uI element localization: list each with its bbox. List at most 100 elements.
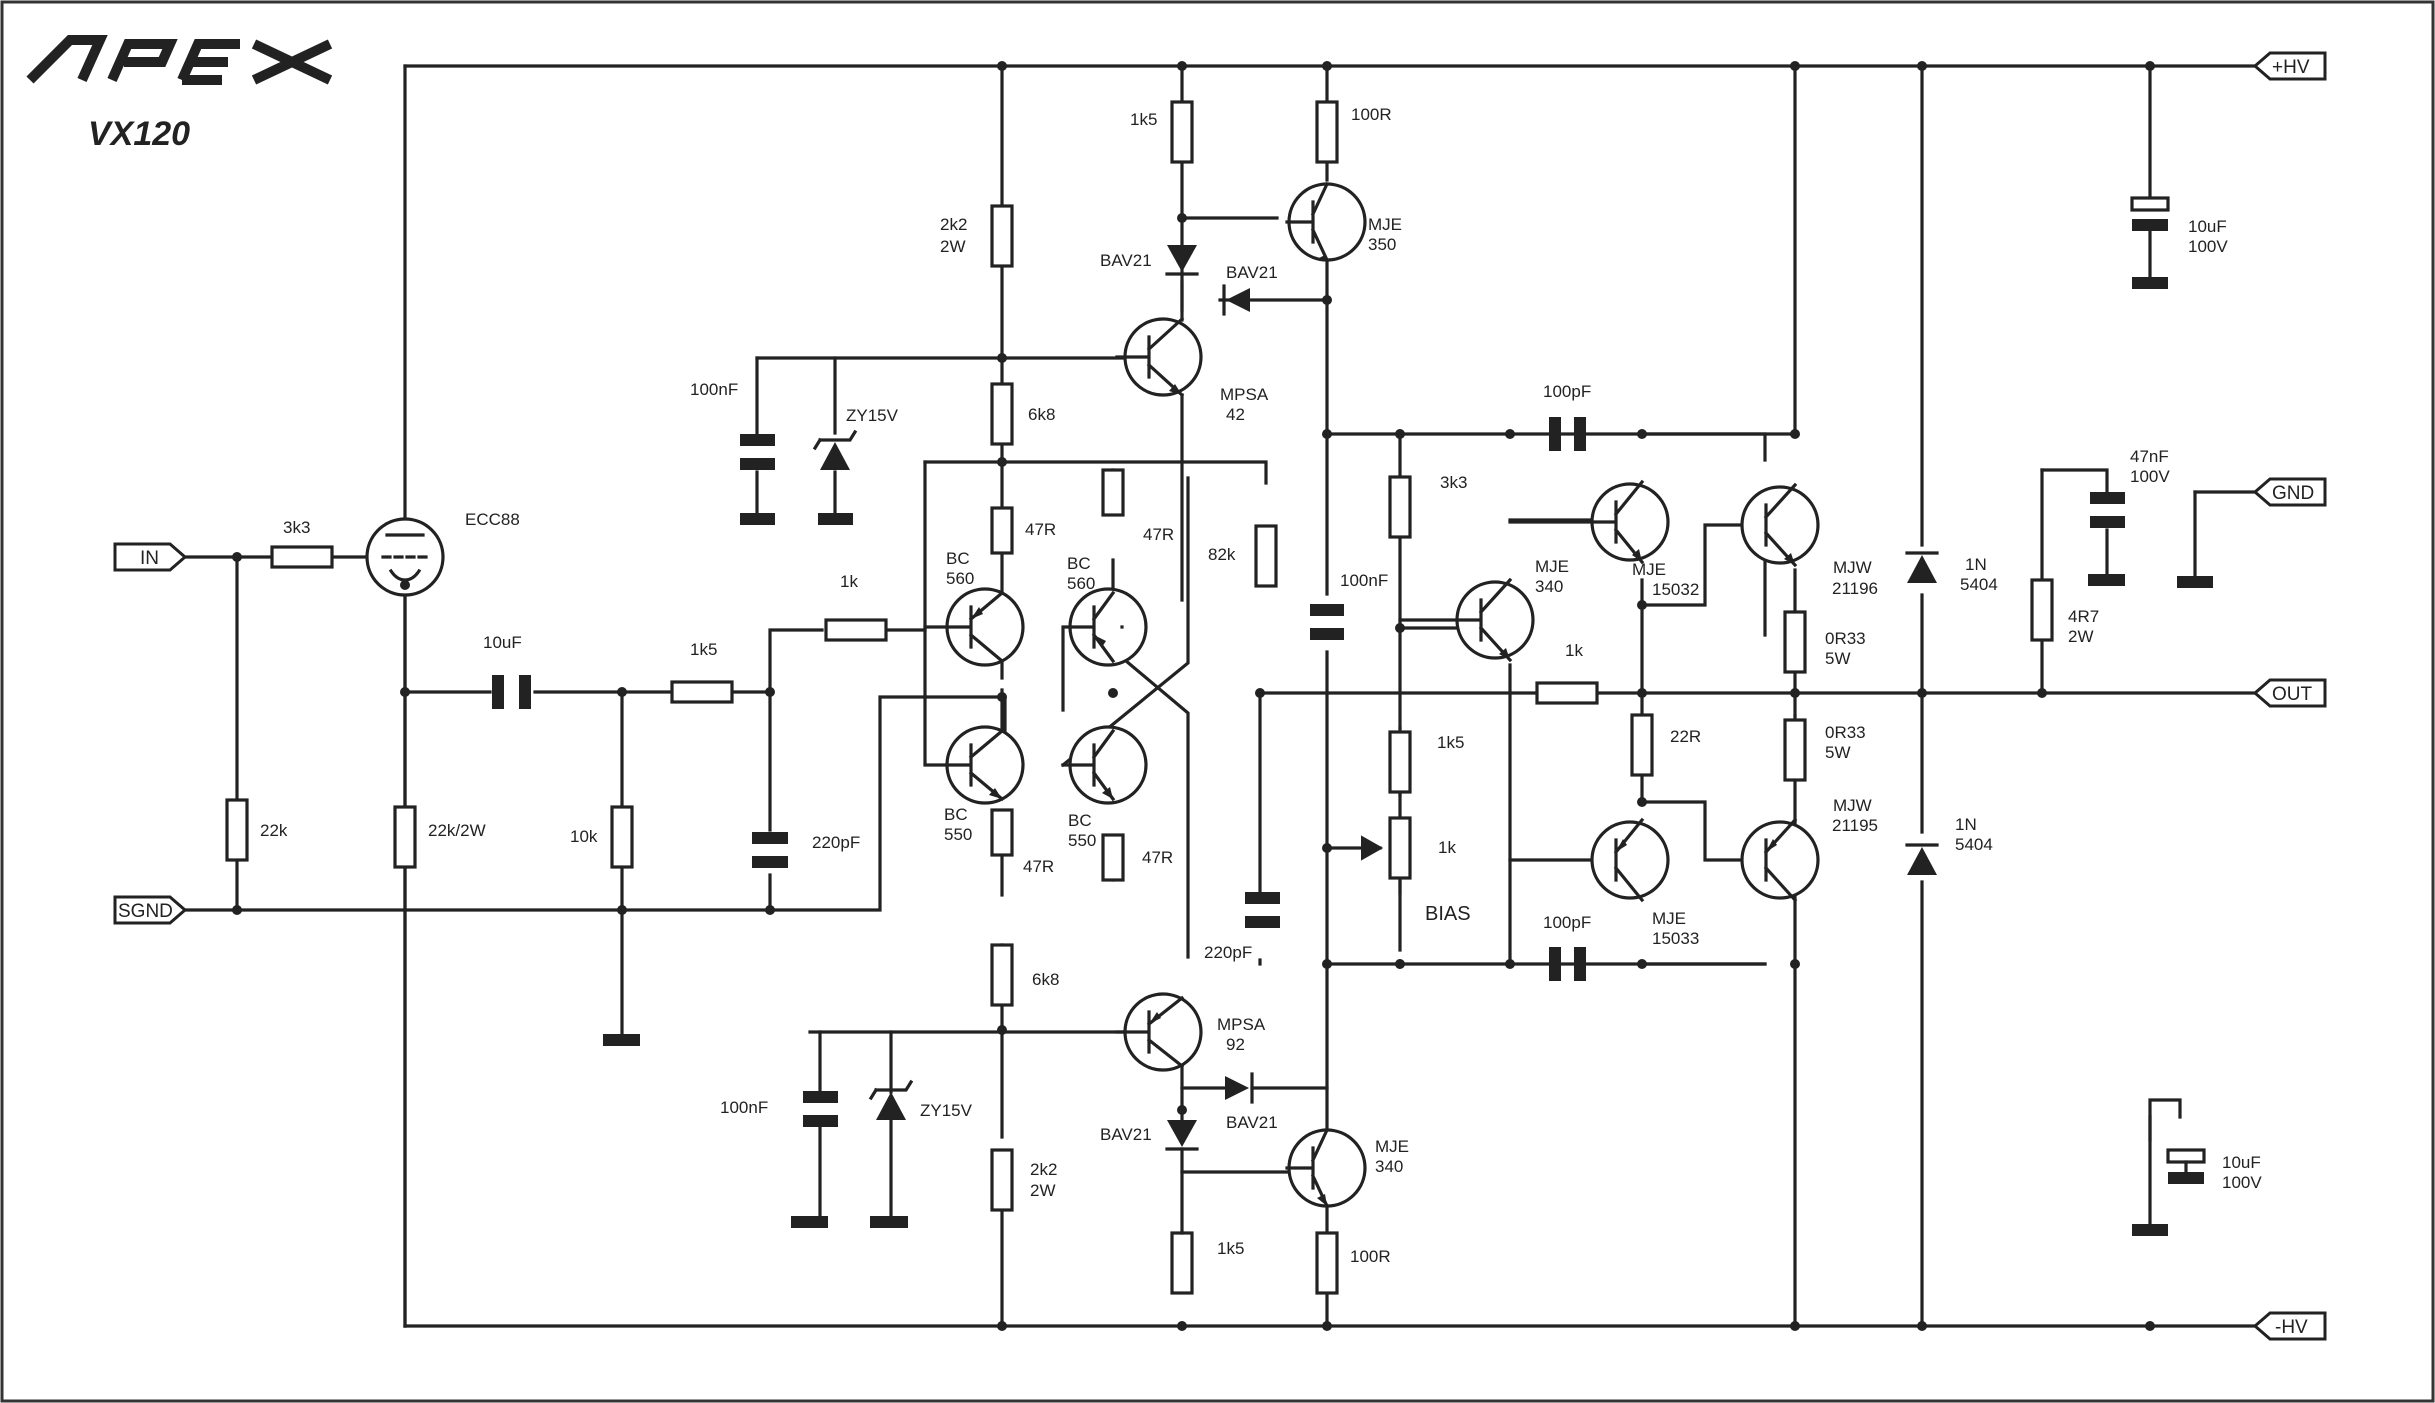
- label-r-1k5-in: 1k5: [690, 640, 717, 659]
- label-c-100nf-mid: 100nF: [1340, 571, 1388, 590]
- label-c-47nf-a: 47nF: [2130, 447, 2169, 466]
- cap-220pf-b: [1245, 892, 1280, 928]
- label-r-47r-1: 47R: [1025, 520, 1056, 539]
- q-bc550-b: [1061, 725, 1148, 805]
- label-c-100pf-top: 100pF: [1543, 382, 1591, 401]
- resistor-22k: [225, 798, 249, 862]
- label-mjw21196-b: 21196: [1832, 579, 1878, 598]
- label-c-10uf-top-b: 100V: [2188, 237, 2228, 256]
- label-r-2k2-top-w: 2W: [940, 237, 966, 256]
- label-mjw21196-a: MJW: [1833, 558, 1872, 577]
- resistors: [225, 100, 2054, 1295]
- label-r-2k2-top: 2k2: [940, 215, 967, 234]
- diode-1n5404-top: [1905, 551, 1939, 583]
- label-z-top: ZY15V: [846, 406, 899, 425]
- label-r-4r7-a: 4R7: [2068, 607, 2099, 626]
- label-r-0r33-bot-a: 0R33: [1825, 723, 1866, 742]
- label-bias: BIAS: [1425, 903, 1471, 925]
- q-bc560-b: [1061, 587, 1148, 667]
- q-mjw21195: [1740, 817, 1820, 903]
- label-r-3k3: 3k3: [283, 518, 310, 537]
- label-mjw21195-b: 21195: [1832, 816, 1878, 835]
- resistor-0r33-bot: [1783, 718, 1807, 782]
- label-1n5404-top-b: 5404: [1960, 575, 1998, 594]
- label-r-100r-top: 100R: [1351, 105, 1392, 124]
- label-bc550-b-2: 550: [1068, 831, 1096, 850]
- resistor-6k8-top: [990, 382, 1014, 446]
- label-r-0r33-bot-b: 5W: [1825, 743, 1851, 762]
- q-mpsa42: [1115, 316, 1203, 398]
- label-mpsa92-a: MPSA: [1217, 1015, 1266, 1034]
- diode-1n5404-bot: [1905, 843, 1939, 875]
- cap-100pf-top: [1549, 417, 1586, 451]
- label-r-1k5-bias: 1k5: [1437, 733, 1464, 752]
- resistor-22r: [1630, 713, 1654, 777]
- label-c-100pf-bot: 100pF: [1543, 913, 1591, 932]
- port-in[interactable]: IN: [113, 542, 188, 572]
- resistor-47r-4: [1101, 833, 1125, 882]
- diode-bav21-b: [1222, 284, 1250, 316]
- q-mpsa92: [1115, 992, 1203, 1072]
- label-1n5404-bot-b: 5404: [1955, 835, 1993, 854]
- pot-1k: [1388, 816, 1412, 880]
- label-r-1k5-bot: 1k5: [1217, 1239, 1244, 1258]
- label-mpsa92-b: 92: [1226, 1035, 1245, 1054]
- q-mje350: [1285, 181, 1367, 263]
- label-r-82k: 82k: [1208, 545, 1236, 564]
- component-labels: 3k3 ECC88 22k 22k/2W 10uF 1k5 10k 220pF …: [260, 105, 2262, 1266]
- q-bc550-a: [923, 725, 1025, 805]
- label-bav21-c: BAV21: [1100, 1125, 1152, 1144]
- cap-47nf: [2090, 492, 2125, 528]
- label-c-10uf-bot-a: 10uF: [2222, 1153, 2261, 1172]
- svg-text:-HV: -HV: [2275, 1317, 2308, 1338]
- q-mje340-bot: [1285, 1127, 1367, 1209]
- label-r-2k2-bot-b: 2W: [1030, 1181, 1056, 1200]
- label-r-2k2-bot-a: 2k2: [1030, 1160, 1057, 1179]
- label-mpsa42-a: MPSA: [1220, 385, 1269, 404]
- label-c-100nf-bot: 100nF: [720, 1098, 768, 1117]
- tube-ecc88: [365, 517, 445, 597]
- svg-text:OUT: OUT: [2272, 684, 2313, 705]
- label-bc560-a-2: 560: [946, 569, 974, 588]
- zener-zy15v-top: [812, 429, 858, 470]
- zener-zy15v-bot: [808, 1030, 1142, 1224]
- q-mje340-vbe: [1398, 577, 1535, 663]
- q-mje15032: [1508, 479, 1670, 565]
- resistor-47r-1: [990, 506, 1014, 555]
- resistor-10k: [610, 805, 634, 869]
- label-mje15032-b: 15032: [1652, 580, 1699, 599]
- label-r-1k-fb: 1k: [840, 572, 858, 591]
- label-c-100nf-top: 100nF: [690, 380, 738, 399]
- label-c-220pf-b: 220pF: [1204, 943, 1252, 962]
- label-mje350-a: MJE: [1368, 215, 1402, 234]
- label-pot-1k: 1k: [1438, 838, 1456, 857]
- label-r-10k: 10k: [570, 827, 598, 846]
- label-r-100r-bot: 100R: [1350, 1247, 1391, 1266]
- label-1n5404-bot-a: 1N: [1955, 815, 1977, 834]
- label-r-6k8-bot: 6k8: [1032, 970, 1059, 989]
- cap-100nf-top: [740, 434, 775, 470]
- cap-220pf: [752, 832, 788, 868]
- label-c-10uf-top-a: 10uF: [2188, 217, 2227, 236]
- q-mjw21196: [1740, 482, 1820, 568]
- resistor-2k2-bot: [990, 1148, 1014, 1212]
- port-hv-neg[interactable]: -HV: [2252, 1311, 2327, 1341]
- transistors: [923, 181, 1820, 1209]
- label-mje340-vbe-a: MJE: [1535, 557, 1569, 576]
- cap-100nf-mid: [1310, 604, 1344, 640]
- label-bc550-a-2: 550: [944, 825, 972, 844]
- diodes: [808, 245, 1939, 1235]
- label-mjw21195-a: MJW: [1833, 796, 1872, 815]
- label-c-47nf-b: 100V: [2130, 467, 2170, 486]
- port-sgnd[interactable]: SGND: [113, 895, 188, 925]
- resistor-22k-2w: [393, 805, 417, 869]
- label-bc560-b-1: BC: [1067, 554, 1091, 573]
- port-gnd[interactable]: GND: [2252, 477, 2327, 507]
- label-c-220pf: 220pF: [812, 833, 860, 852]
- port-hv-pos[interactable]: +HV: [2252, 51, 2327, 81]
- label-mje350-b: 350: [1368, 235, 1396, 254]
- port-out[interactable]: OUT: [2252, 678, 2327, 708]
- resistor-100r-top: [1315, 100, 1339, 164]
